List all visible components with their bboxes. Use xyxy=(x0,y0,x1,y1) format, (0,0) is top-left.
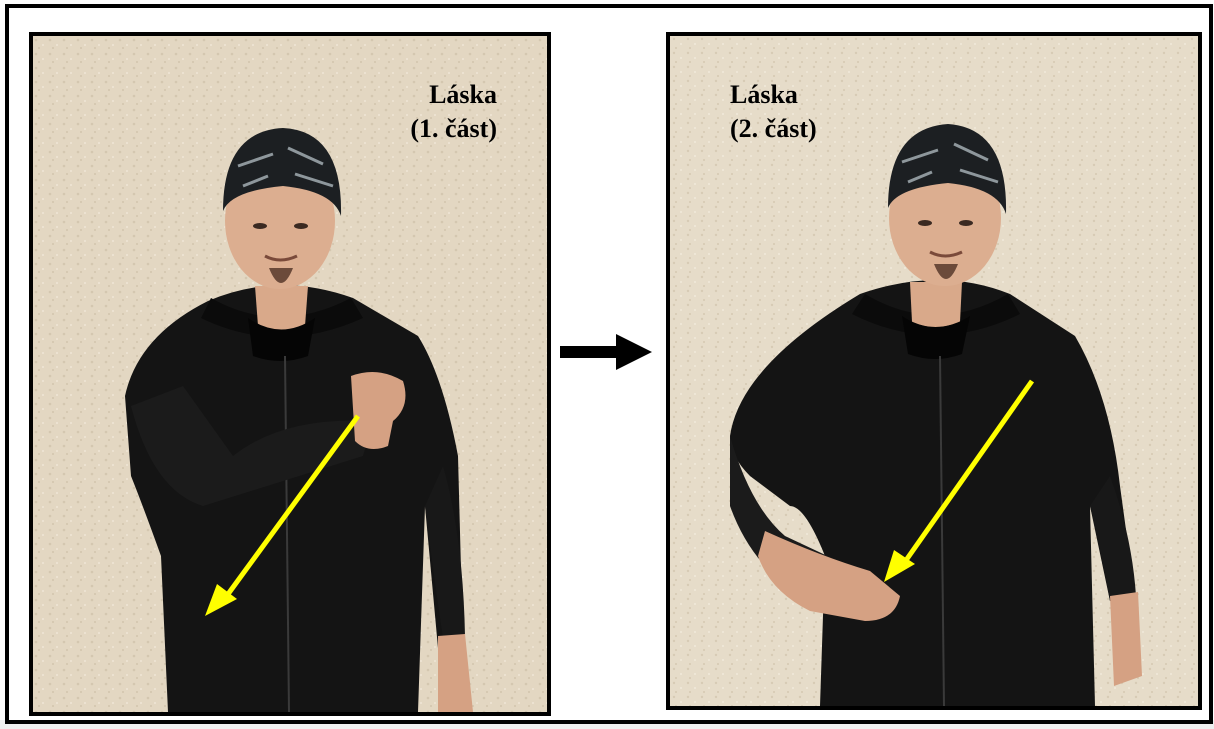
photo-part-2 xyxy=(670,36,1198,706)
caption-subtitle: (2. část) xyxy=(730,114,817,143)
caption-title: Láska xyxy=(730,80,798,109)
bottom-strip xyxy=(0,720,1214,729)
motion-arrow-icon xyxy=(884,379,1035,582)
caption-part-1: Láska (1. část) xyxy=(410,78,497,146)
photo-part-1 xyxy=(33,36,547,712)
caption-subtitle: (1. část) xyxy=(410,114,497,143)
sign-photo-part-2: Láska (2. část) xyxy=(666,32,1202,710)
right-arrow-icon xyxy=(560,334,652,370)
caption-title: Láska xyxy=(429,80,497,109)
sign-photo-part-1: Láska (1. část) xyxy=(29,32,551,716)
motion-arrow-icon xyxy=(205,414,361,616)
person xyxy=(730,124,1142,706)
caption-part-2: Láska (2. část) xyxy=(730,78,817,146)
